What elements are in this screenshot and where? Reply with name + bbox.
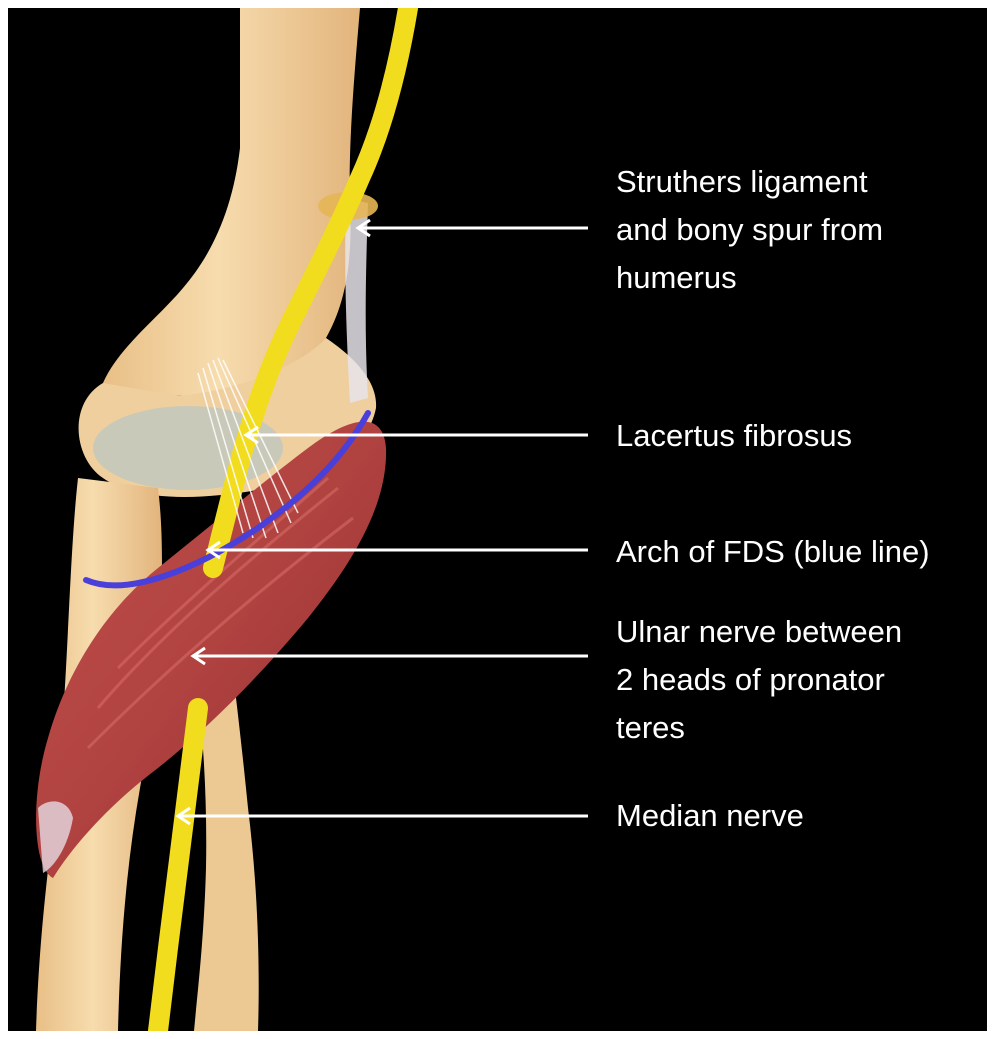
label-median-nerve: Median nerve xyxy=(616,792,976,840)
illustration-frame: Struthers ligament and bony spur from hu… xyxy=(8,8,987,1031)
label-ulnar-nerve: Ulnar nerve between 2 heads of pronator … xyxy=(616,608,976,752)
label-struthers: Struthers ligament and bony spur from hu… xyxy=(616,158,976,302)
label-arch-of-fds: Arch of FDS (blue line) xyxy=(616,528,986,576)
label-lacertus-fibrosus: Lacertus fibrosus xyxy=(616,412,976,460)
